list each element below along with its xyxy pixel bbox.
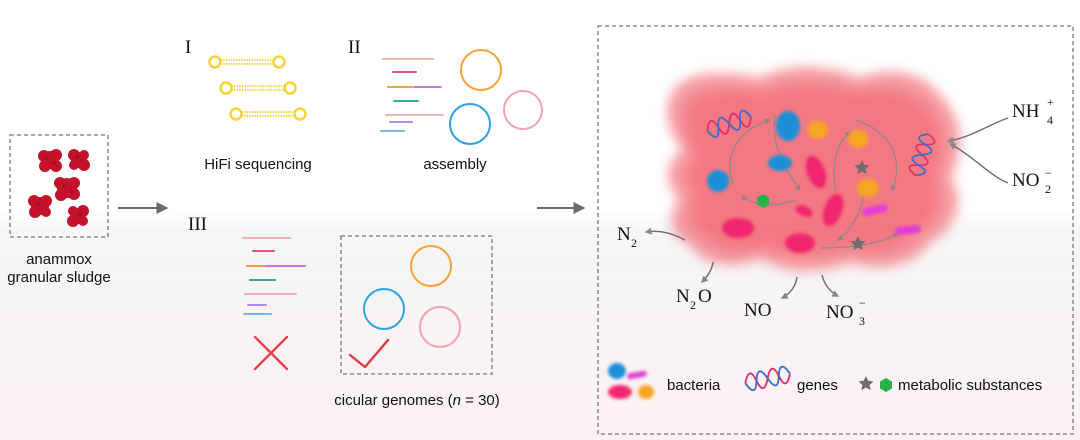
- step-1-numeral: I: [185, 37, 191, 58]
- svg-text:4: 4: [1047, 113, 1053, 127]
- arrow-no-out: [780, 276, 798, 299]
- svg-text:3: 3: [859, 314, 865, 328]
- svg-text:NO: NO: [744, 300, 771, 321]
- legend-bacteria-icon: [608, 363, 654, 399]
- legend-metabolic-label: metabolic substances: [898, 377, 1042, 394]
- legend-hexagon-icon: [880, 378, 892, 392]
- step-3-numeral: III: [188, 214, 207, 235]
- arrow-n2-out: [644, 227, 686, 241]
- community-panel: [597, 25, 1074, 435]
- arrow-nh4-in: [946, 117, 1009, 144]
- sample-label-line1: anammox: [26, 251, 92, 268]
- step-1-label: HiFi sequencing: [204, 156, 312, 173]
- sample-label-line2: granular sludge: [7, 269, 110, 286]
- legend-genes-icon: [742, 364, 793, 393]
- svg-text:N: N: [617, 224, 631, 245]
- arrow-no3-out: [821, 274, 840, 297]
- metabolic-flow-arrows: [729, 114, 899, 249]
- svg-text:NH: NH: [1012, 101, 1040, 122]
- no-label: NO: [744, 300, 771, 321]
- nh4-label: NH + 4: [1012, 95, 1054, 127]
- svg-text:+: +: [1047, 95, 1054, 109]
- granule-icon: [28, 149, 90, 227]
- no3-label: NO − 3: [826, 296, 866, 328]
- circular-genomes-icon: [363, 245, 461, 348]
- sample-box: [9, 134, 109, 238]
- unassembled-reads-icon: [242, 237, 306, 315]
- step-2-numeral: II: [348, 37, 361, 58]
- metabolite-star-icon: [854, 160, 870, 175]
- svg-text:2: 2: [631, 236, 637, 250]
- n2o-label: N 2 O: [676, 286, 712, 312]
- hifi-reads-icon: [208, 55, 307, 121]
- metabolite-hexagon-icon: [757, 194, 769, 208]
- svg-text:NO: NO: [826, 302, 853, 323]
- bacteria-cluster: [707, 111, 921, 253]
- step-2-label: assembly: [423, 156, 487, 173]
- legend-genes-label: genes: [797, 377, 838, 394]
- step-3-label: cicular genomes (n = 30): [334, 392, 500, 409]
- svg-text:2: 2: [1045, 182, 1051, 196]
- metabolite-star-icon: [850, 236, 866, 251]
- circular-genomes-box: [340, 235, 493, 375]
- assembly-reads-icon: [380, 58, 444, 132]
- n2-label: N 2: [617, 224, 637, 250]
- svg-text:2: 2: [690, 298, 696, 312]
- assembled-contigs-icon: [449, 49, 543, 145]
- svg-text:N: N: [676, 286, 690, 307]
- arrow-n2o-out: [701, 261, 714, 283]
- check-icon: [348, 338, 390, 369]
- arrow-no2-in: [948, 143, 1009, 184]
- cross-icon: [253, 335, 289, 371]
- svg-text:−: −: [1045, 166, 1052, 180]
- legend-bacteria-label: bacteria: [667, 377, 721, 394]
- legend-star-icon: [858, 376, 874, 391]
- legend: bacteria genes metabolic substances: [608, 363, 1042, 399]
- svg-text:NO: NO: [1012, 170, 1039, 191]
- svg-text:−: −: [859, 296, 866, 310]
- svg-text:O: O: [698, 286, 712, 307]
- no2-label: NO − 2: [1012, 166, 1052, 196]
